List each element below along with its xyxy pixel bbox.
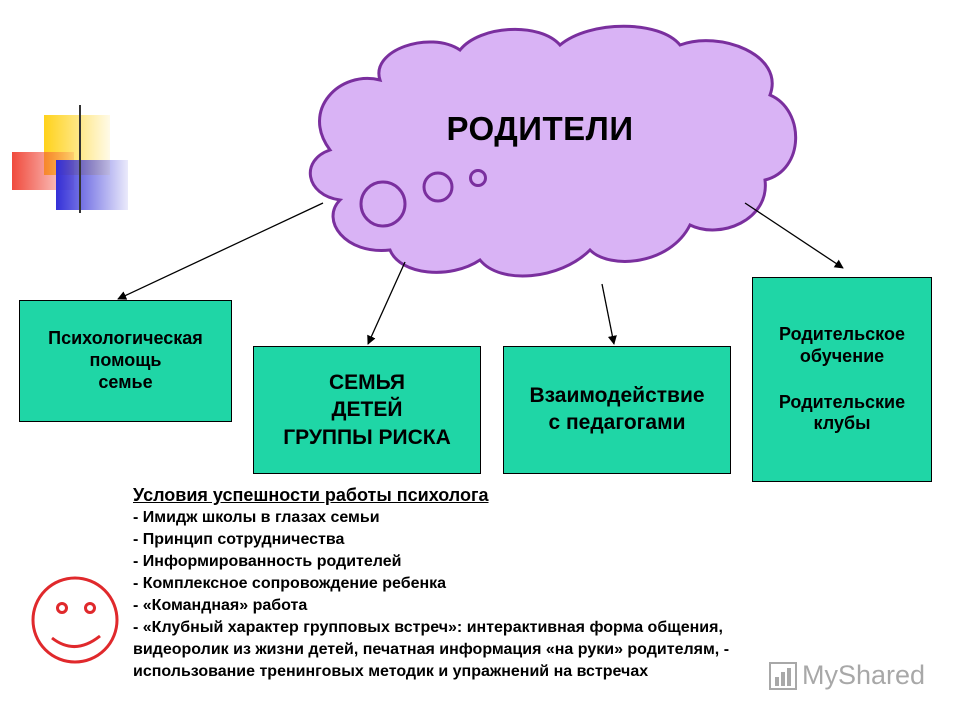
watermark: MyShared [768,660,925,691]
box-line: помощь [89,350,162,371]
box-line: ГРУППЫ РИСКА [283,425,451,449]
cloud-title: РОДИТЕЛИ [446,110,634,147]
condition-item: - «Командная» работа [133,597,308,614]
cloud-shape [308,24,798,278]
box-line: обучение [799,345,885,366]
arrow-to-box-2 [367,261,406,345]
arrow-to-box-3 [601,283,617,345]
condition-item: видеоролик из жизни детей, печатная инфо… [133,641,730,658]
box-line: Взаимодействие [529,384,705,408]
success-conditions: Условия успешности работы психолога - Им… [133,483,893,683]
conditions-heading: Условия успешности работы психолога [133,485,489,505]
condition-item: - Информированность родителей [133,553,402,570]
box-risk-group-families: СЕМЬЯ ДЕТЕЙ ГРУППЫ РИСКА [253,346,481,474]
condition-item: - Принцип сотрудничества [133,531,345,548]
arrow-to-box-1 [117,202,324,300]
box-line: с педагогами [548,411,686,434]
condition-item: использование тренинговых методик и упра… [133,663,649,680]
box-line: СЕМЬЯ [328,371,406,395]
condition-item: - Комплексное сопровождение ребенка [133,575,447,592]
thought-bubble-small [469,169,487,187]
thought-bubble-large [359,180,407,228]
box-line: клубы [813,413,871,434]
condition-item: - Имидж школы в глазах семьи [133,509,380,526]
box-line: Родительские [778,391,906,412]
box-line: Родительское [779,323,905,344]
condition-item: - «Клубный характер групповых встреч»: и… [133,619,723,636]
watermark-text: MyShared [802,660,926,690]
deco-blue-square [56,160,128,210]
box-line: семье [98,371,153,392]
thought-bubble-medium [422,171,454,203]
box-line: Психологическая [48,328,203,349]
arrow-to-box-4 [744,202,844,269]
box-parent-education: Родительское обучение Родительские клубы [752,277,932,482]
box-line: ДЕТЕЙ [331,398,403,422]
chart-logo-icon [769,661,797,690]
box-psychological-help: Психологическая помощь семье [19,300,232,422]
box-teacher-interaction: Взаимодействие с педагогами [503,346,731,474]
